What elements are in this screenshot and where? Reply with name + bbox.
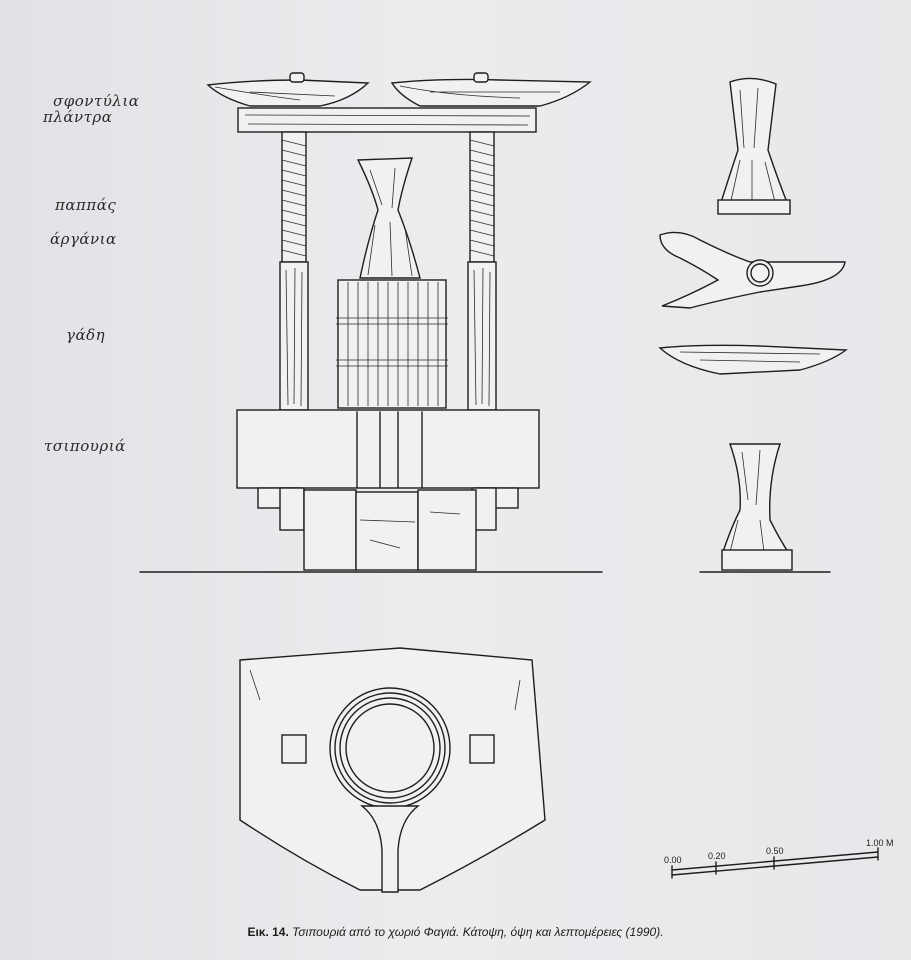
scale-tick-1: 0.20 xyxy=(708,851,726,861)
figure-caption: Εικ. 14. Τσιπουριά από το χωριό Φαγιά. Κ… xyxy=(0,925,911,939)
detail-tsipouria-support xyxy=(699,443,831,573)
caption-figure-number: Εικ. 14. xyxy=(247,925,289,939)
label-gadi: γάδη xyxy=(66,326,106,344)
label-sfontylia: σφοντύλια xyxy=(53,92,140,110)
label-tsipouria: τσιπουριά xyxy=(44,437,126,455)
label-pappas: παππάς xyxy=(55,196,117,214)
detail-argania xyxy=(659,231,846,309)
scale-bar xyxy=(671,847,879,879)
label-plantra: πλάντρα xyxy=(43,108,113,126)
scale-tick-2: 0.50 xyxy=(766,846,784,856)
label-argania: άργάνια xyxy=(50,230,117,248)
press-plan-view xyxy=(239,647,546,893)
detail-gadi xyxy=(658,344,848,375)
detail-pappas-top xyxy=(717,77,792,215)
press-elevation xyxy=(139,72,603,573)
scale-tick-3: 1.00 M xyxy=(866,838,894,848)
caption-text: Τσιπουριά από το χωριό Φαγιά. Κάτοψη, όψ… xyxy=(292,925,664,939)
scale-tick-0: 0.00 xyxy=(664,855,682,865)
